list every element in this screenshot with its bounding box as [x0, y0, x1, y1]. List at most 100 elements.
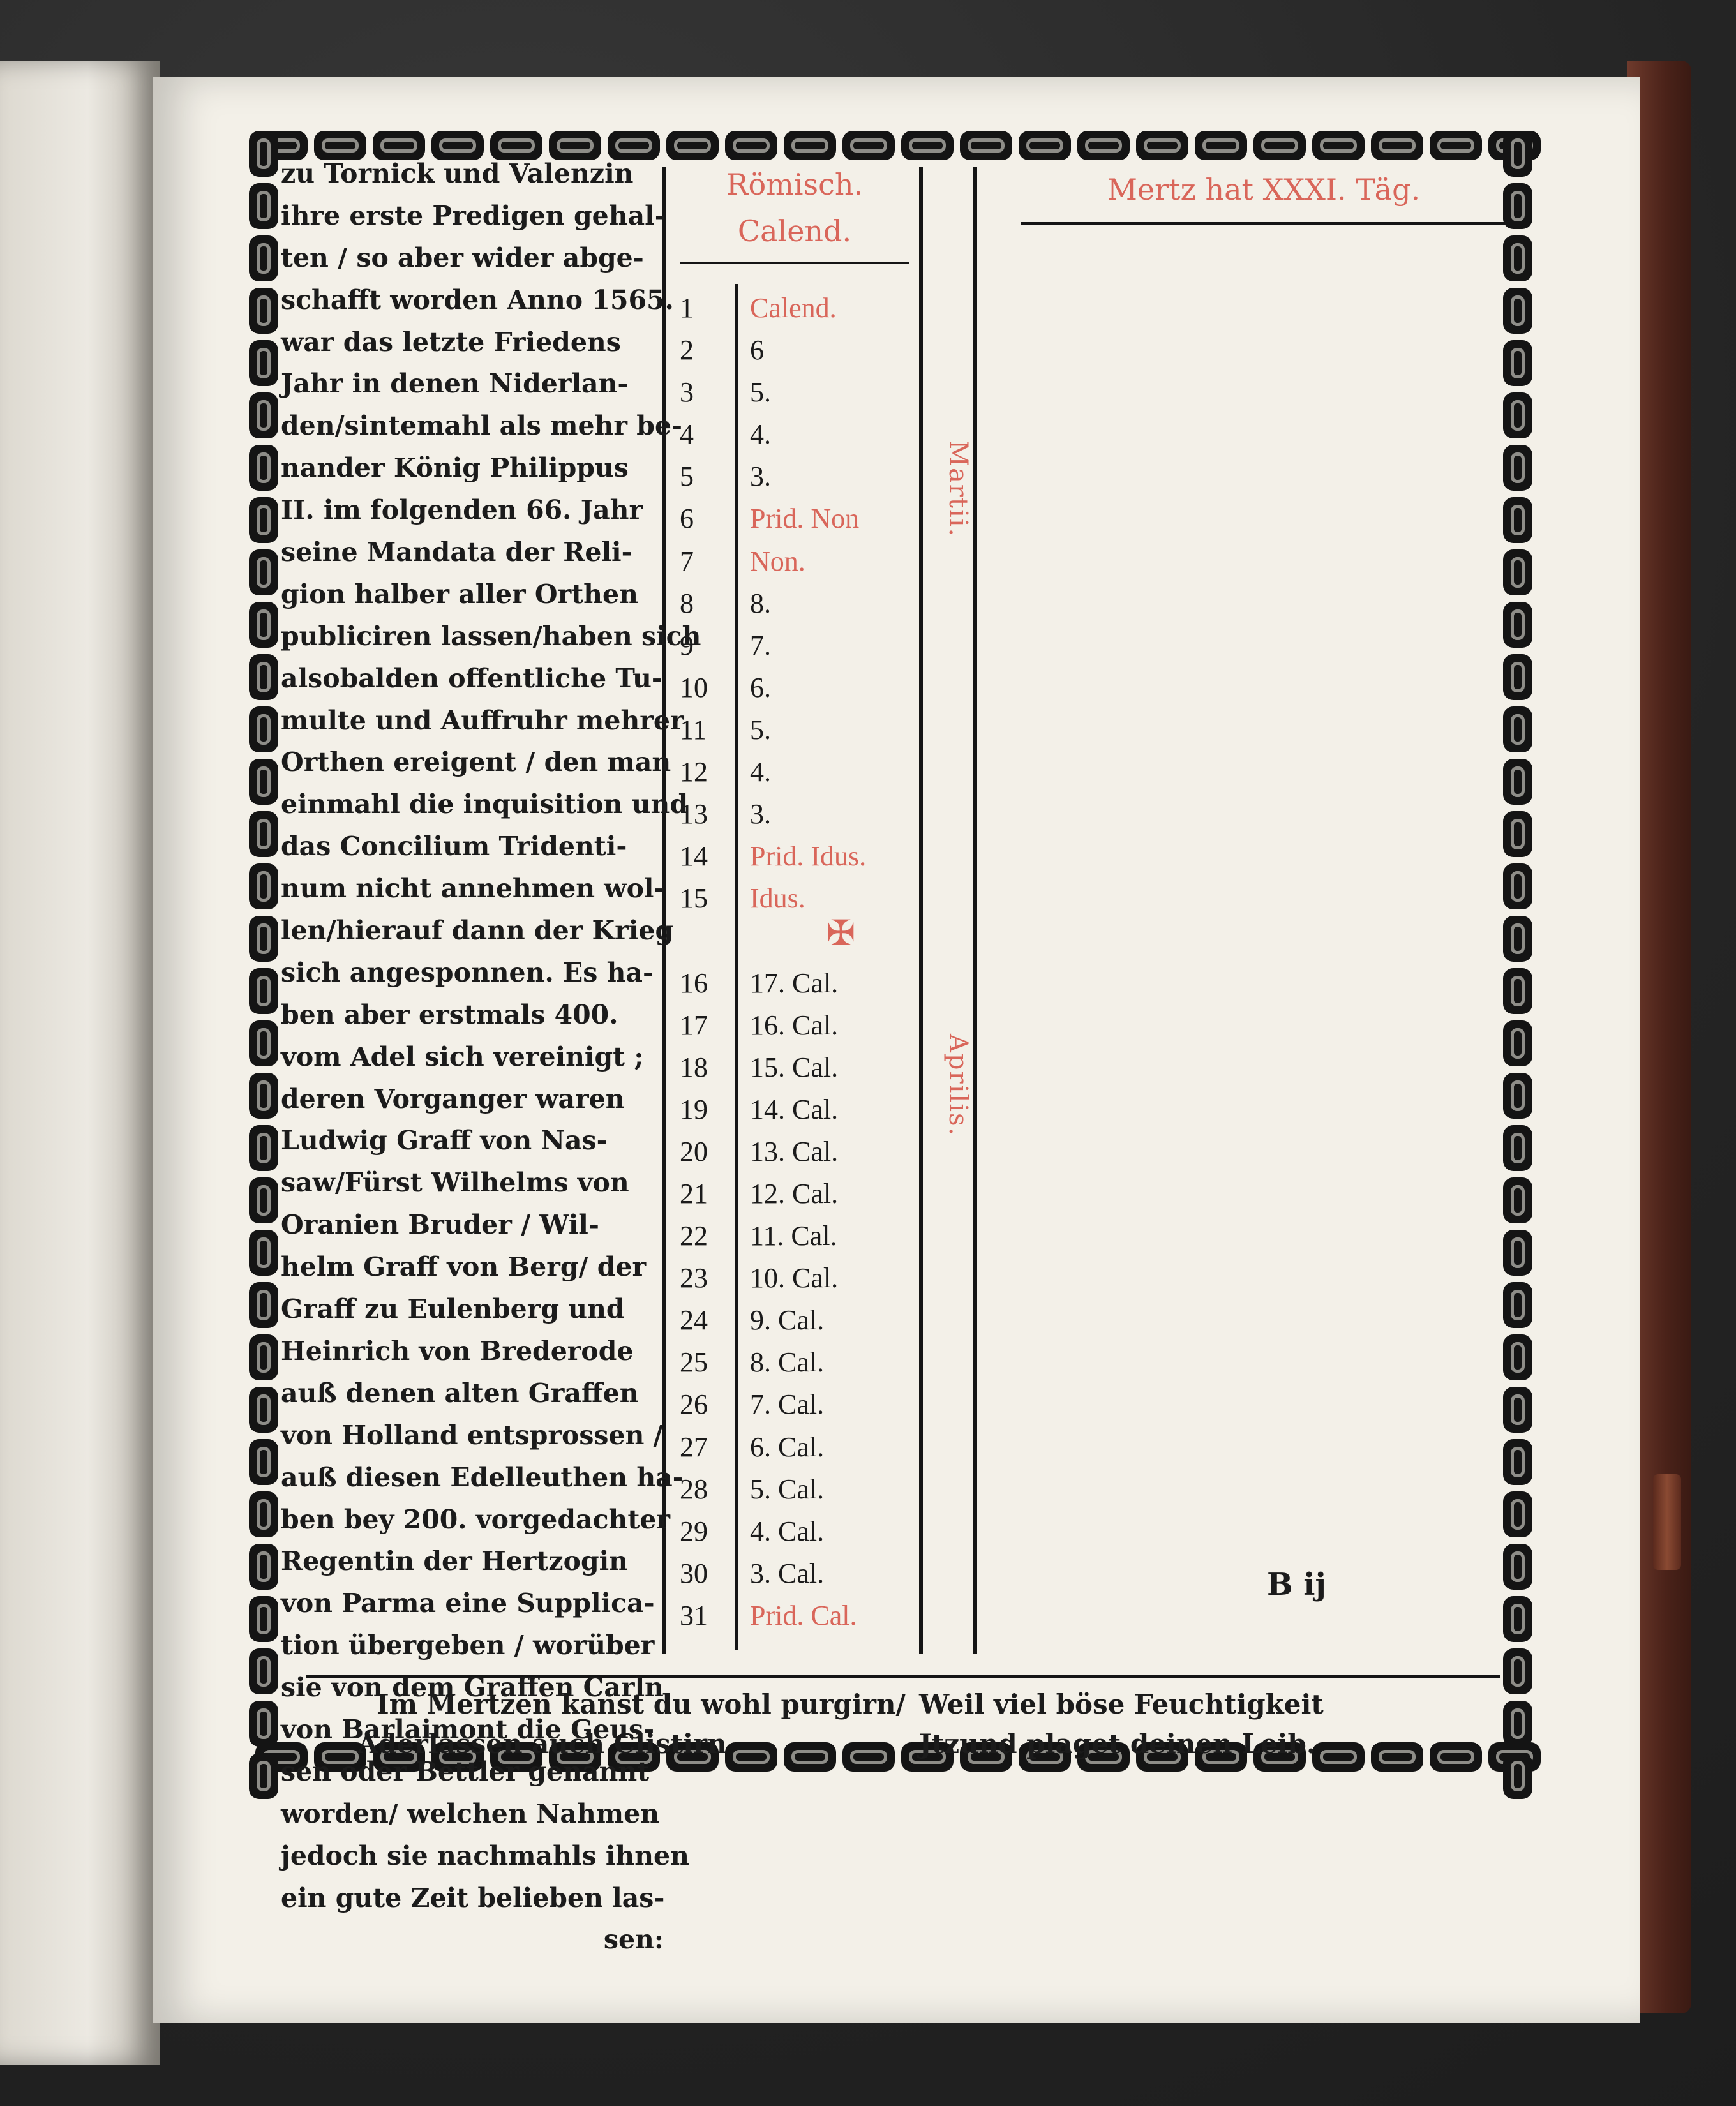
day-number: 25	[680, 1347, 708, 1378]
rule-roman-column-right	[919, 167, 923, 1654]
border-link	[1195, 1742, 1247, 1772]
border-link	[1019, 131, 1071, 160]
roman-date: 16. Cal.	[750, 1009, 839, 1041]
roman-date: 8. Cal.	[750, 1347, 825, 1378]
border-link	[249, 131, 278, 177]
cross-symbol: ✠	[827, 913, 856, 953]
narrative-line: den/sintemahl als mehr be-	[281, 410, 683, 442]
roman-date: Idus.	[750, 883, 805, 915]
roman-date: 4.	[750, 756, 771, 788]
border-link	[1253, 1742, 1306, 1772]
border-link	[249, 1177, 278, 1223]
rule-month-heading-underline	[1021, 222, 1506, 225]
narrative-line: sie von dem Graffen Carln	[281, 1672, 664, 1703]
side-label-aprilis: Aprilis.	[943, 1034, 973, 1137]
border-link	[249, 497, 278, 543]
border-link	[1503, 392, 1532, 438]
day-number: 2	[680, 334, 694, 366]
day-number: 14	[680, 840, 708, 872]
border-link	[666, 1742, 719, 1772]
border-link	[249, 916, 278, 962]
day-number: 24	[680, 1304, 708, 1336]
narrative-line: Regentin der Hertzogin	[281, 1546, 628, 1577]
border-link	[842, 131, 895, 160]
border-link	[249, 1230, 278, 1276]
border-link	[1503, 1544, 1532, 1590]
border-link	[1503, 183, 1532, 229]
border-link	[842, 1742, 895, 1772]
border-link	[1503, 602, 1532, 648]
day-number: 19	[680, 1093, 708, 1125]
border-link	[249, 706, 278, 752]
narrative-line: schafft worden Anno 1565.	[281, 284, 674, 315]
border-link	[1136, 131, 1188, 160]
border-link	[249, 811, 278, 857]
roman-date: 12. Cal.	[750, 1177, 839, 1209]
roman-date: 15. Cal.	[750, 1051, 839, 1083]
day-number: 4	[680, 419, 694, 451]
border-link	[249, 288, 278, 334]
rule-header-underline	[680, 262, 909, 264]
day-number: 28	[680, 1473, 708, 1505]
border-link	[1503, 1177, 1532, 1223]
border-link	[1503, 288, 1532, 334]
narrative-line: jedoch sie nachmahls ihnen	[281, 1840, 689, 1871]
roman-date: 3. Cal.	[750, 1557, 825, 1589]
narrative-line: ten / so aber wider abge-	[281, 242, 644, 273]
border-link	[1253, 131, 1306, 160]
day-number: 23	[680, 1262, 708, 1294]
day-number: 17	[680, 1009, 708, 1041]
border-link	[1503, 1753, 1532, 1799]
border-link	[249, 235, 278, 281]
roman-date: 9. Cal.	[750, 1304, 825, 1336]
narrative-line: von Parma eine Supplica-	[281, 1588, 655, 1619]
narrative-line: ben bey 200. vorgedachter	[281, 1504, 670, 1535]
border-link	[1503, 759, 1532, 805]
facing-page-edge	[0, 61, 160, 2065]
roman-date: 14. Cal.	[750, 1093, 839, 1125]
narrative-line: Ludwig Graff von Nas-	[281, 1125, 608, 1156]
border-link	[608, 1742, 660, 1772]
border-link	[249, 1596, 278, 1642]
roman-date: Prid. Cal.	[750, 1599, 857, 1631]
narrative-line: seine Mandata der Reli-	[281, 537, 632, 568]
ribbon-bookmark[interactable]	[1653, 1474, 1681, 1570]
side-label-martii: Martii.	[943, 440, 973, 538]
border-link	[431, 1742, 484, 1772]
border-link	[1503, 1439, 1532, 1485]
roman-calendar-header-line2: Calend.	[737, 214, 852, 248]
narrative-line: alsobalden offentliche Tu-	[281, 662, 662, 694]
border-link	[249, 1334, 278, 1380]
border-link	[1503, 1387, 1532, 1433]
border-link	[1503, 1125, 1532, 1171]
day-number: 12	[680, 756, 708, 788]
border-link	[1503, 1282, 1532, 1328]
border-link	[249, 1701, 278, 1747]
roman-date: 4.	[750, 419, 771, 451]
border-link	[249, 549, 278, 595]
roman-date: 6. Cal.	[750, 1431, 825, 1463]
verse-left-line1: Im Mertzen kanst du wohl purgirn/	[377, 1689, 906, 1720]
roman-date: 6	[750, 334, 764, 366]
day-number: 8	[680, 587, 694, 619]
border-link	[314, 131, 366, 160]
narrative-line: sen oder Bettler genannt	[281, 1756, 650, 1787]
border-link	[1503, 1701, 1532, 1747]
border-link	[901, 131, 954, 160]
border-link	[249, 1387, 278, 1433]
border-link	[249, 654, 278, 700]
border-link	[1503, 811, 1532, 857]
roman-date: 5.	[750, 377, 771, 408]
border-link	[249, 183, 278, 229]
border-link	[1503, 235, 1532, 281]
roman-date: 11. Cal.	[750, 1220, 837, 1252]
narrative-line: von Holland entsprossen /	[281, 1419, 663, 1451]
day-number: 13	[680, 798, 708, 830]
day-number: 22	[680, 1220, 708, 1252]
border-link	[960, 131, 1012, 160]
narrative-line: len/hierauf dann der Krieg	[281, 915, 674, 946]
narrative-line: auß diesen Edelleuthen ha-	[281, 1461, 684, 1493]
